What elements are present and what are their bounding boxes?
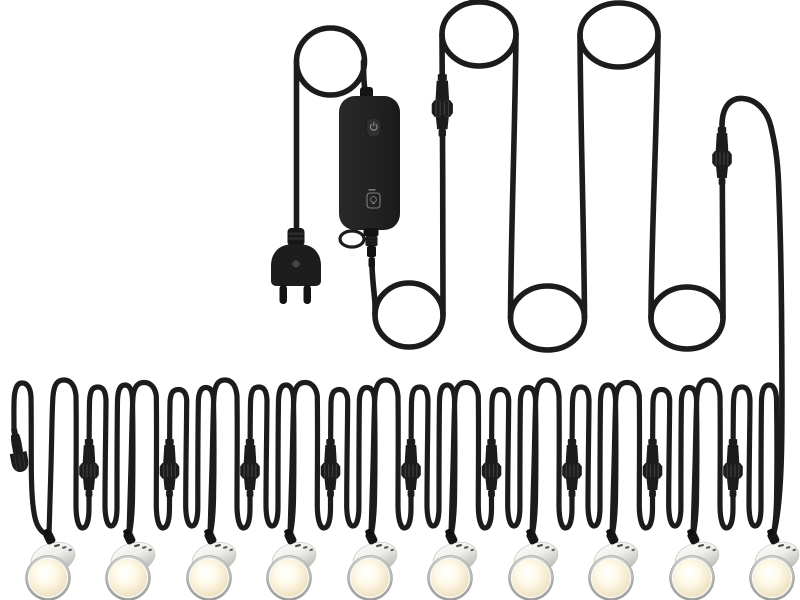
housing-marking <box>545 546 550 549</box>
plug-pin-right <box>303 285 311 304</box>
led-light-8 <box>588 528 639 600</box>
housing-marking <box>142 546 147 549</box>
plug-collar <box>287 228 305 246</box>
plug-pin-left <box>279 285 287 304</box>
end-cap-connector <box>9 428 29 472</box>
housing-marking <box>631 548 635 552</box>
inline-connector-8 <box>642 439 663 497</box>
inline-connector-1 <box>79 439 99 497</box>
led-light-6 <box>427 528 478 600</box>
light-glow-face <box>190 559 228 597</box>
housing-marking <box>551 548 555 552</box>
adapter-body <box>339 96 400 230</box>
power-plug <box>271 228 321 304</box>
cable-loop-top-2 <box>577 0 661 70</box>
led-light-1 <box>25 528 76 600</box>
garland-cable <box>11 377 780 538</box>
housing-marking <box>698 544 704 548</box>
housing-marking <box>792 548 796 552</box>
housing-marking <box>134 544 140 548</box>
light-glow-face <box>753 559 791 597</box>
housing-marking <box>537 544 543 548</box>
housing-marking <box>62 546 67 549</box>
light-glow-face <box>270 559 308 597</box>
inline-connector-top-right <box>712 127 732 185</box>
inline-connector-3 <box>240 439 260 497</box>
led-lights <box>25 528 800 600</box>
housing-marking <box>617 544 623 548</box>
light-garland <box>11 377 780 538</box>
housing-marking <box>215 544 221 548</box>
led-light-7 <box>508 528 559 600</box>
plug-screw <box>292 260 300 268</box>
housing-marking <box>303 546 308 549</box>
cable-loop-bottom-3 <box>648 284 726 352</box>
power-button <box>366 117 381 138</box>
led-light-2 <box>105 528 156 600</box>
led-light-10 <box>749 528 800 600</box>
led-light-5 <box>347 528 398 600</box>
cable-wave <box>372 0 785 537</box>
adapter-label-icon <box>366 192 381 209</box>
cable-loop-bottom-2 <box>507 283 588 353</box>
power-icon <box>369 123 378 131</box>
housing-marking <box>223 546 228 549</box>
housing-marking <box>712 548 716 552</box>
cable-connectors <box>9 74 743 497</box>
inline-connector-4 <box>320 439 341 497</box>
cable-loop-top-1 <box>439 0 519 69</box>
inline-connector-2 <box>159 439 180 497</box>
housing-marking <box>295 544 301 548</box>
light-glow-face <box>431 559 469 597</box>
housing-marking <box>390 548 394 552</box>
housing-marking <box>470 548 474 552</box>
inline-connector-riser <box>431 74 453 137</box>
light-glow-face <box>109 559 147 597</box>
housing-marking <box>778 544 784 548</box>
inline-connector-5 <box>401 439 421 497</box>
light-glow-face <box>351 559 389 597</box>
inline-connector-6 <box>481 439 502 497</box>
housing-marking <box>786 546 791 549</box>
housing-marking <box>54 544 60 548</box>
cable-loop-bottom-1 <box>372 280 446 350</box>
light-glow-face <box>673 559 711 597</box>
housing-marking <box>384 546 389 549</box>
housing-marking <box>309 548 313 552</box>
light-glow-face <box>592 559 630 597</box>
housing-marking <box>68 548 72 552</box>
light-glow-face <box>512 559 550 597</box>
housing-marking <box>464 546 469 549</box>
led-light-4 <box>266 528 317 600</box>
led-light-3 <box>186 528 237 600</box>
housing-marking <box>229 548 233 552</box>
adapter-cord-loop <box>338 229 366 249</box>
housing-marking <box>706 546 711 549</box>
housing-marking <box>456 544 462 548</box>
power-adapter <box>338 87 400 317</box>
light-glow-face <box>29 559 67 597</box>
adapter-bottom-gland <box>363 228 379 236</box>
adapter-label-text <box>368 189 376 191</box>
housing-marking <box>376 544 382 548</box>
inline-connector-7 <box>562 439 582 497</box>
housing-marking <box>148 548 152 552</box>
housing-marking <box>625 546 630 549</box>
led-light-9 <box>669 528 720 600</box>
inline-connector-9 <box>723 439 743 497</box>
